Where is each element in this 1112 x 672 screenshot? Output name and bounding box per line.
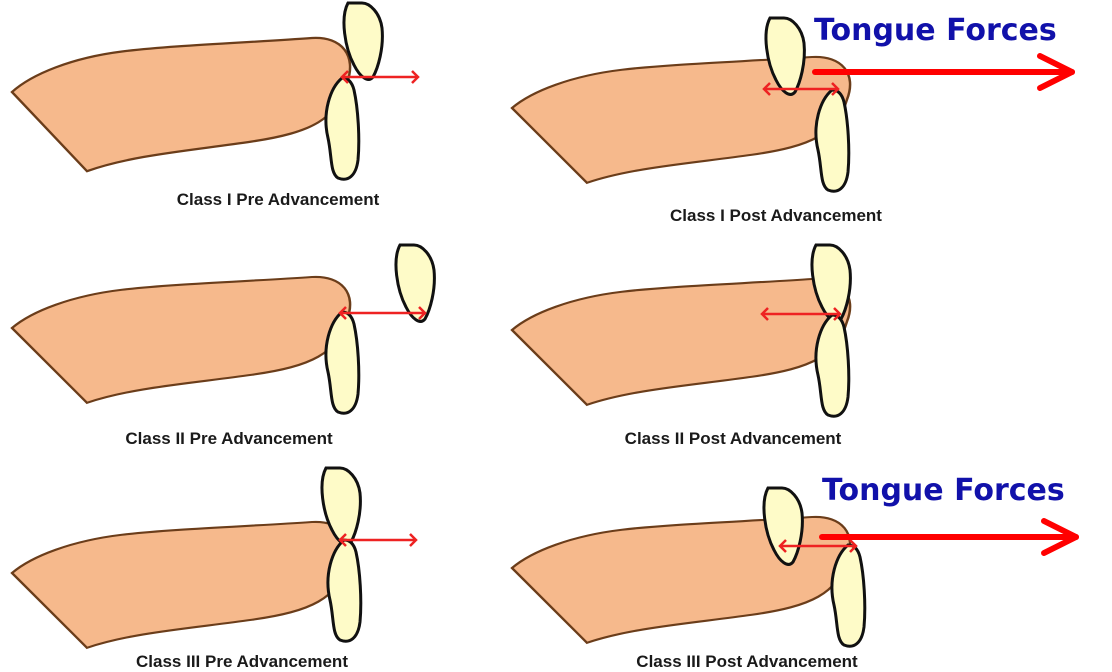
panel-class-3-pre [12, 468, 416, 648]
caption-class-3-post: Class III Post Advancement [636, 652, 857, 672]
caption-class-3-pre: Class III Pre Advancement [136, 652, 348, 672]
lower-incisor [326, 78, 359, 179]
lower-incisor [816, 315, 849, 416]
caption-class-1-post: Class I Post Advancement [670, 206, 882, 226]
tongue-force-arrow [815, 56, 1072, 88]
lower-incisor [326, 312, 359, 413]
tongue-force-arrow [822, 521, 1076, 553]
panel-class-2-post [512, 245, 850, 416]
panel-class-3-post [512, 488, 1076, 646]
tongue [12, 277, 350, 403]
tongue-forces-label-top: Tongue Forces [814, 13, 1057, 48]
tongue-forces-label-bottom: Tongue Forces [822, 473, 1065, 508]
tongue [12, 38, 350, 171]
panel-class-1-pre [12, 3, 418, 179]
caption-class-1-pre: Class I Pre Advancement [177, 190, 380, 210]
gap-arrow [342, 71, 418, 83]
panel-class-2-pre [12, 245, 434, 413]
tongue [12, 522, 350, 648]
lower-incisor [832, 545, 865, 646]
caption-class-2-pre: Class II Pre Advancement [125, 429, 332, 449]
tongue [512, 279, 850, 405]
lower-incisor [328, 540, 361, 641]
caption-class-2-post: Class II Post Advancement [625, 429, 842, 449]
upper-incisor [396, 245, 434, 321]
lower-incisor [816, 90, 849, 191]
